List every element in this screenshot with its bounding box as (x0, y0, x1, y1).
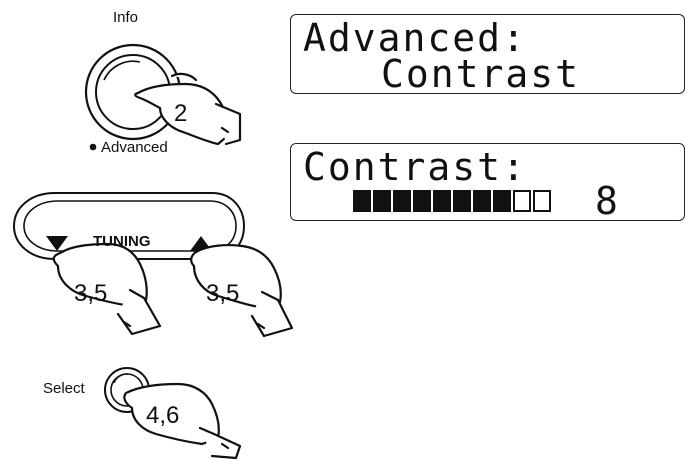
contrast-segment (513, 190, 531, 212)
advanced-label: Advanced (101, 139, 168, 156)
contrast-segment (533, 190, 551, 212)
select-label: Select (43, 380, 85, 397)
tuning-down-arrow-icon[interactable] (46, 236, 68, 251)
contrast-segment (373, 190, 391, 212)
contrast-level-bar (353, 190, 551, 212)
pointing-hand-icon (134, 72, 242, 146)
step-number-info: 2 (174, 100, 188, 127)
contrast-segment (473, 190, 491, 212)
step-number-tuning-down: 3,5 (74, 280, 108, 307)
contrast-segment (393, 190, 411, 212)
contrast-value: 8 (595, 179, 620, 223)
lcd-line-1: Contrast: (303, 145, 527, 189)
info-label: Info (113, 9, 139, 26)
lcd-display-advanced: Advanced: Contrast (290, 14, 685, 94)
lcd-line-2: Contrast (381, 52, 581, 96)
contrast-segment (413, 190, 431, 212)
advanced-indicator-dot (89, 143, 97, 151)
contrast-segment (493, 190, 511, 212)
contrast-segment (453, 190, 471, 212)
lcd-display-contrast: Contrast: 8 (290, 143, 685, 221)
contrast-segment (353, 190, 371, 212)
contrast-segment (433, 190, 451, 212)
pointing-hand-icon (123, 382, 242, 460)
tuning-label: TUNING (93, 233, 151, 250)
step-number-tuning-up: 3,5 (206, 280, 240, 307)
pointing-hand-icon (190, 244, 294, 338)
step-number-select: 4,6 (146, 402, 180, 429)
tuning-button[interactable] (12, 192, 246, 260)
pointing-hand-icon (52, 242, 162, 336)
lcd-line-1: Advanced: (303, 16, 527, 60)
